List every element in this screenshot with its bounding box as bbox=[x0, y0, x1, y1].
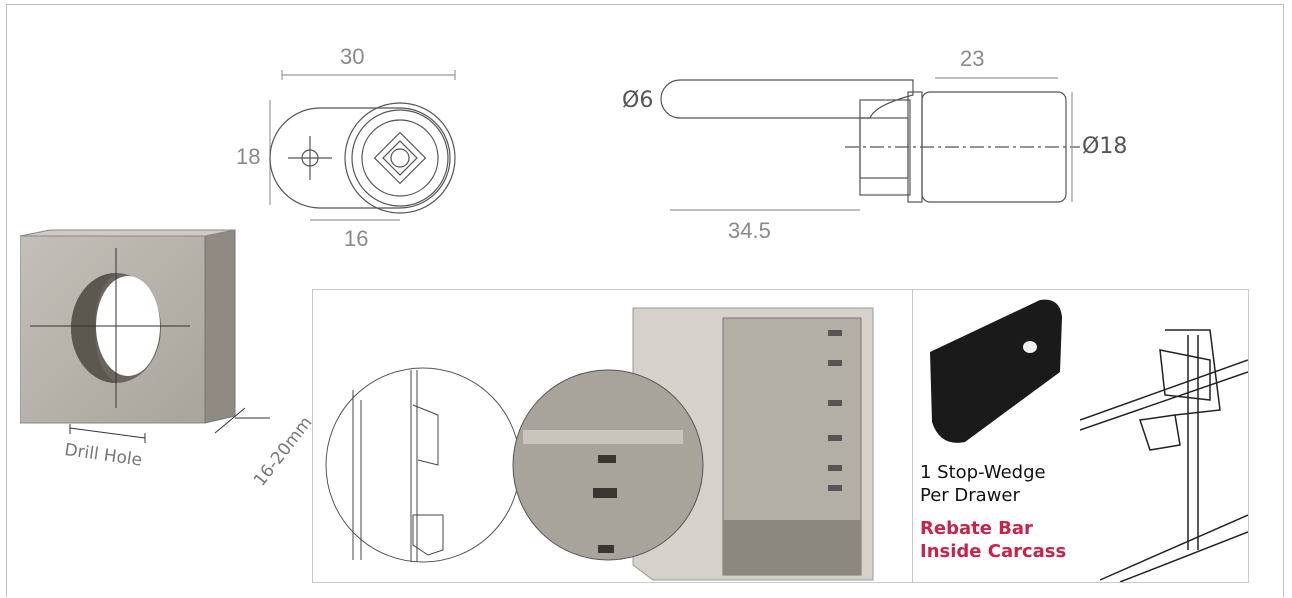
dimension-34-5: 34.5 bbox=[728, 218, 771, 243]
lock-front-view-drawing bbox=[269, 70, 456, 221]
stop-wedge-line-2: Per Drawer bbox=[920, 485, 1020, 506]
rebate-bar-line-2: Inside Carcass bbox=[920, 541, 1067, 562]
rebate-bar-line-1: Rebate Bar bbox=[920, 518, 1033, 539]
panel-divider bbox=[912, 290, 913, 582]
outer-frame bbox=[6, 4, 1284, 597]
wood-block-drill-illustration bbox=[20, 229, 270, 443]
dimension-dia-6: Ø6 bbox=[622, 88, 654, 113]
rebate-bar-illustration bbox=[1080, 329, 1248, 582]
cabinet-installation-illustration bbox=[325, 307, 874, 581]
stop-wedge-illustration bbox=[930, 299, 1062, 443]
dimension-23: 23 bbox=[960, 46, 985, 71]
dimension-16: 16 bbox=[344, 226, 369, 251]
dimension-18: 18 bbox=[236, 144, 261, 169]
dimension-dia-18: Ø18 bbox=[1082, 134, 1128, 159]
lock-side-view-drawing bbox=[660, 77, 1080, 211]
stop-wedge-line-1: 1 Stop-Wedge bbox=[920, 462, 1046, 483]
dimension-30: 30 bbox=[340, 44, 365, 69]
